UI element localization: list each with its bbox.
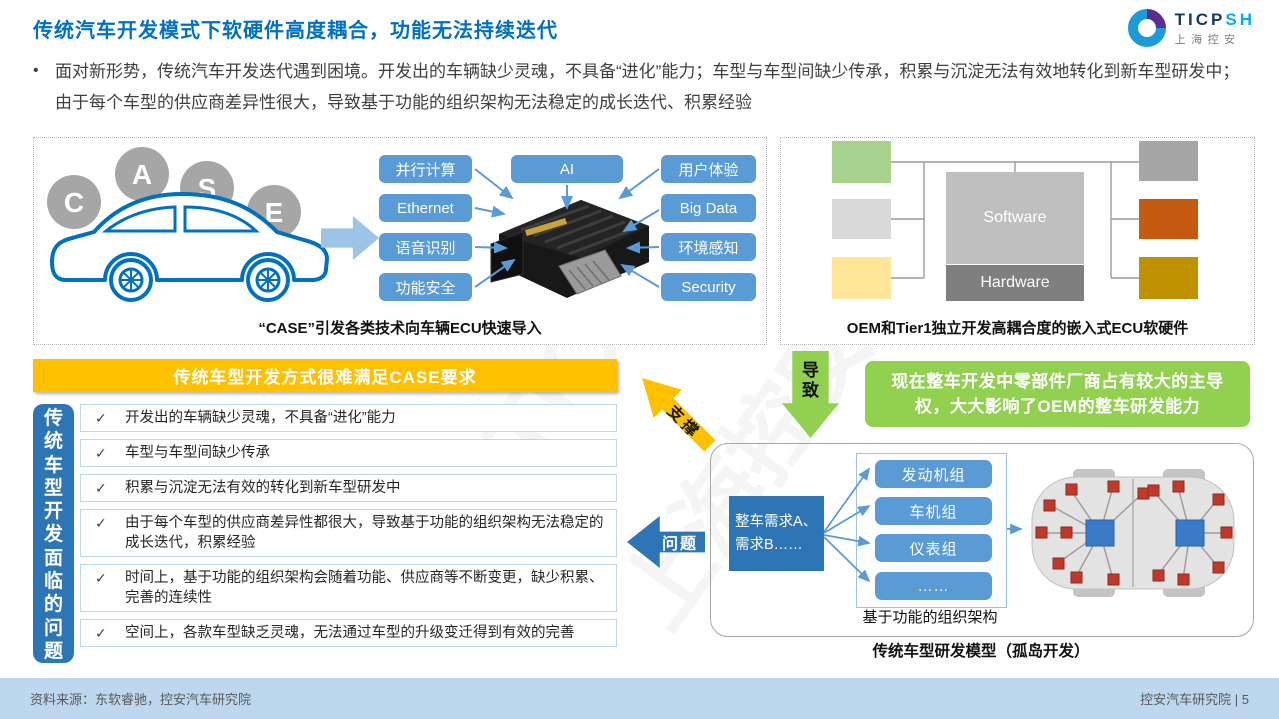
hardware-block: Hardware: [946, 265, 1084, 301]
list-item-text: 车型与车型间缺少传承: [125, 445, 270, 461]
list-item-text: 时间上，基于功能的组织架构会随着功能、供应商等不断变更，缺少积累、完善的连续性: [125, 570, 604, 606]
problem-arrow: 问题: [627, 516, 705, 568]
problem-arrow-label: 问题: [661, 536, 698, 553]
list-item: ✓ 由于每个车型的供应商差异性都很大，导致基于功能的组织架构无法稳定的成长迭代，…: [80, 509, 617, 557]
problems-list: ✓ 开发出的车辆缺少灵魂，不具备“进化”能力 ✓ 车型与车型间缺少传承 ✓ 积累…: [80, 404, 617, 647]
intro-text: 面对新形势，传统汽车开发迭代遇到困境。开发出的车辆缺少灵魂，不具备“进化”能力；…: [55, 62, 1240, 113]
list-item: ✓ 空间上，各款车型缺乏灵魂，无法通过车型的升级变迁得到有效的完善: [80, 619, 617, 647]
ecu-connector-lines: [891, 161, 1139, 279]
left-panel-caption: “CASE”引发各类技术向车辆ECU快速导入: [258, 320, 542, 337]
check-icon: ✓: [95, 515, 107, 531]
footer-source: 资料来源：东软睿驰，控安汽车研究院: [30, 692, 252, 707]
problems-tab-label: 传统车型开发面临的问题: [43, 408, 63, 662]
support-arrow: 支撑: [628, 364, 724, 460]
green-note-box: 现在整车开发中零部件厂商占有较大的主导权，大大影响了OEM的整车研发能力: [865, 361, 1250, 427]
bullet-glyph: •: [33, 62, 39, 79]
function-groups-wrap: 发动机组 车机组 仪表组 ……: [856, 453, 1007, 608]
list-item: ✓ 时间上，基于功能的组织架构会随着功能、供应商等不断变更，缺少积累、完善的连续…: [80, 564, 617, 612]
case-letter: E: [265, 197, 284, 228]
isolated-dev-model-container: 整车需求A、需求B…… 发动机组 车机组 仪表组 ……: [710, 443, 1254, 637]
company-logo: TICPSH 上海控安: [1127, 8, 1255, 48]
page-title: 传统汽车开发模式下软硬件高度耦合，功能无法持续迭代: [33, 20, 558, 42]
cause-arrow: 导致: [782, 351, 839, 438]
module-block-darkgray: [1139, 141, 1198, 181]
software-block: Software: [946, 172, 1084, 264]
support-arrow-label: 支撑: [663, 402, 704, 444]
tech-label: 并行计算: [379, 155, 472, 183]
logo-ticp: TICP: [1174, 9, 1226, 29]
module-block-green: [832, 141, 891, 183]
group-box: ……: [875, 572, 992, 600]
module-block-orange: [1139, 199, 1198, 239]
org-caption: 基于功能的组织架构: [862, 609, 998, 626]
logo-sh: SH: [1225, 9, 1255, 29]
footer-page: 控安汽车研究院 | 5: [1140, 692, 1249, 707]
tech-label: 环境感知: [661, 233, 756, 261]
requirement-fan-arrows: [823, 467, 1023, 583]
intro-paragraph: • 面对新形势，传统汽车开发迭代遇到困境。开发出的车辆缺少灵魂，不具备“进化”能…: [33, 56, 1249, 119]
yellow-banner: 传统车型开发方式很难满足CASE要求: [33, 359, 617, 392]
right-panel-caption: OEM和Tier1独立开发高耦合度的嵌入式ECU软硬件: [846, 320, 1189, 337]
check-icon: ✓: [95, 480, 107, 496]
tech-to-ecu-arrows: [474, 168, 660, 288]
list-item-text: 由于每个车型的供应商差异性都很大，导致基于功能的组织架构无法稳定的成长迭代，积累…: [125, 515, 604, 551]
group-box: 车机组: [875, 497, 992, 525]
problems-vertical-tab: 传统车型开发面临的问题: [33, 404, 74, 663]
tech-label: 功能安全: [379, 273, 472, 301]
list-item: ✓ 积累与沉淀无法有效的转化到新车型研发中: [80, 474, 617, 502]
check-icon: ✓: [95, 570, 107, 586]
model-caption: 传统车型研发模型（孤岛开发）: [872, 643, 1090, 660]
tech-label: 用户体验: [661, 155, 756, 183]
case-letter: C: [64, 187, 84, 218]
list-item-text: 空间上，各款车型缺乏灵魂，无法通过车型的升级变迁得到有效的完善: [125, 625, 575, 641]
check-icon: ✓: [95, 410, 107, 426]
case-ecu-panel: C A S E 并行计算 Ethern: [33, 137, 767, 345]
oem-tier1-panel: Software Hardware OEM和Tier1独立开发高耦合度的嵌入式E…: [780, 137, 1255, 345]
logo-cn: 上海控安: [1174, 33, 1241, 46]
module-block-gold: [1139, 257, 1198, 299]
group-box: 仪表组: [875, 534, 992, 562]
tech-label: Ethernet: [379, 194, 472, 222]
module-block-gray: [832, 199, 891, 239]
vehicle-requirement-box: 整车需求A、需求B……: [729, 496, 824, 571]
logo-swirl-icon: [1127, 8, 1167, 48]
list-item-text: 开发出的车辆缺少灵魂，不具备“进化”能力: [125, 410, 396, 426]
tech-label: Big Data: [661, 194, 756, 222]
footer-bar: 资料来源：东软睿驰，控安汽车研究院 控安汽车研究院 | 5: [0, 678, 1279, 719]
module-block-yellow: [832, 257, 891, 299]
check-icon: ✓: [95, 625, 107, 641]
case-letter: A: [132, 159, 152, 190]
tech-label: Security: [661, 273, 756, 301]
logo-text: TICPSH 上海控安: [1175, 10, 1255, 47]
cause-arrow-label: 导致: [802, 361, 819, 400]
tech-label: 语音识别: [379, 233, 472, 261]
list-item: ✓ 车型与车型间缺少传承: [80, 439, 617, 467]
check-icon: ✓: [95, 445, 107, 461]
list-item: ✓ 开发出的车辆缺少灵魂，不具备“进化”能力: [80, 404, 617, 432]
tech-label: AI: [511, 155, 623, 183]
group-box: 发动机组: [875, 460, 992, 488]
list-item-text: 积累与沉淀无法有效的转化到新车型研发中: [125, 480, 401, 496]
